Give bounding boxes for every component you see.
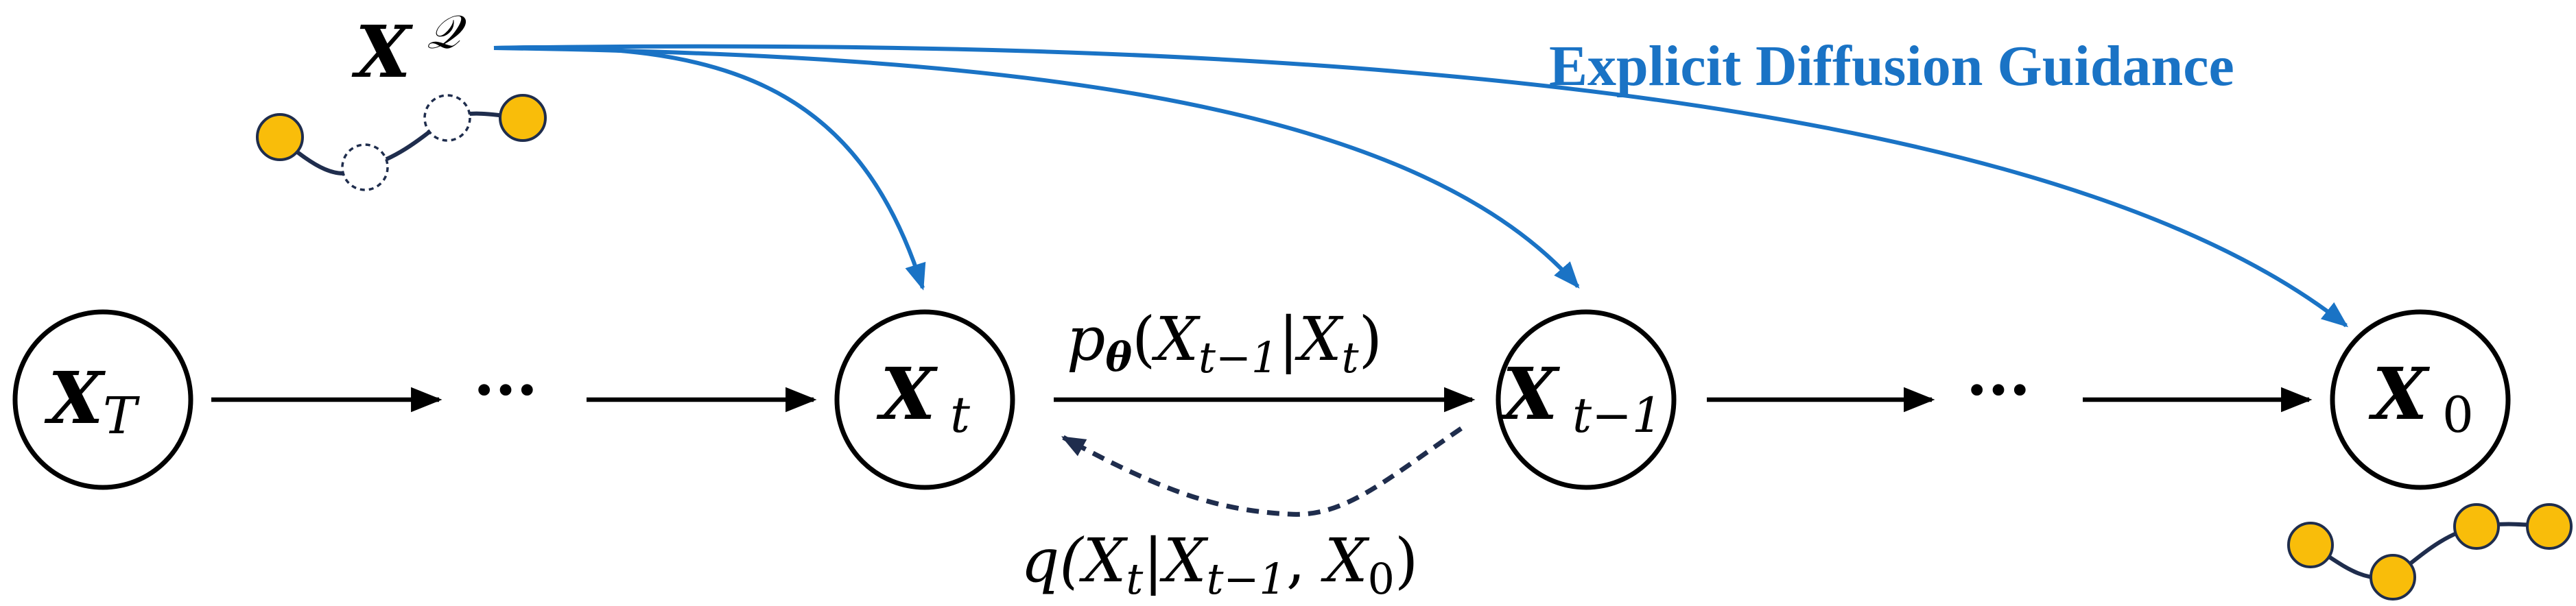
generated-molecule-icon (2287, 503, 2573, 601)
svg-text:0: 0 (2442, 386, 2474, 444)
svg-text:𝒬: 𝒬 (427, 5, 467, 60)
svg-text:X: X (2368, 352, 2431, 436)
guidance-arrow-to-xt (493, 45, 926, 291)
svg-text:t: t (950, 386, 971, 444)
query-molecule-icon (256, 94, 547, 191)
guidance-arrows (493, 44, 2349, 328)
reverse-transition-label: q(Xt|Xt−1, X0) (1021, 525, 1418, 604)
guidance-arrow-to-x0 (493, 44, 2349, 328)
node-xt: X t (834, 309, 1015, 490)
node-x0: X 0 (2330, 309, 2511, 490)
svg-text:t−1: t−1 (1572, 387, 1662, 444)
node-xt1: X t−1 (1496, 309, 1677, 490)
guidance-arrow-to-xt1 (493, 46, 1580, 289)
ellipsis-right: ··· (1966, 354, 2031, 426)
forward-transition-label: pθ(Xt−1|Xt) (1067, 304, 1382, 383)
svg-text:X: X (351, 10, 414, 94)
node-xT: X T (12, 309, 193, 490)
reverse-arrow (1061, 426, 1463, 517)
svg-text:X: X (876, 352, 938, 436)
ellipsis-left: ··· (473, 354, 538, 426)
guidance-label: Explicit Diffusion Guidance (1549, 34, 2234, 98)
svg-text:T: T (103, 387, 140, 446)
svg-text:X: X (44, 356, 106, 440)
svg-text:X: X (1498, 352, 1561, 436)
query-symbol: X 𝒬 (351, 5, 467, 94)
